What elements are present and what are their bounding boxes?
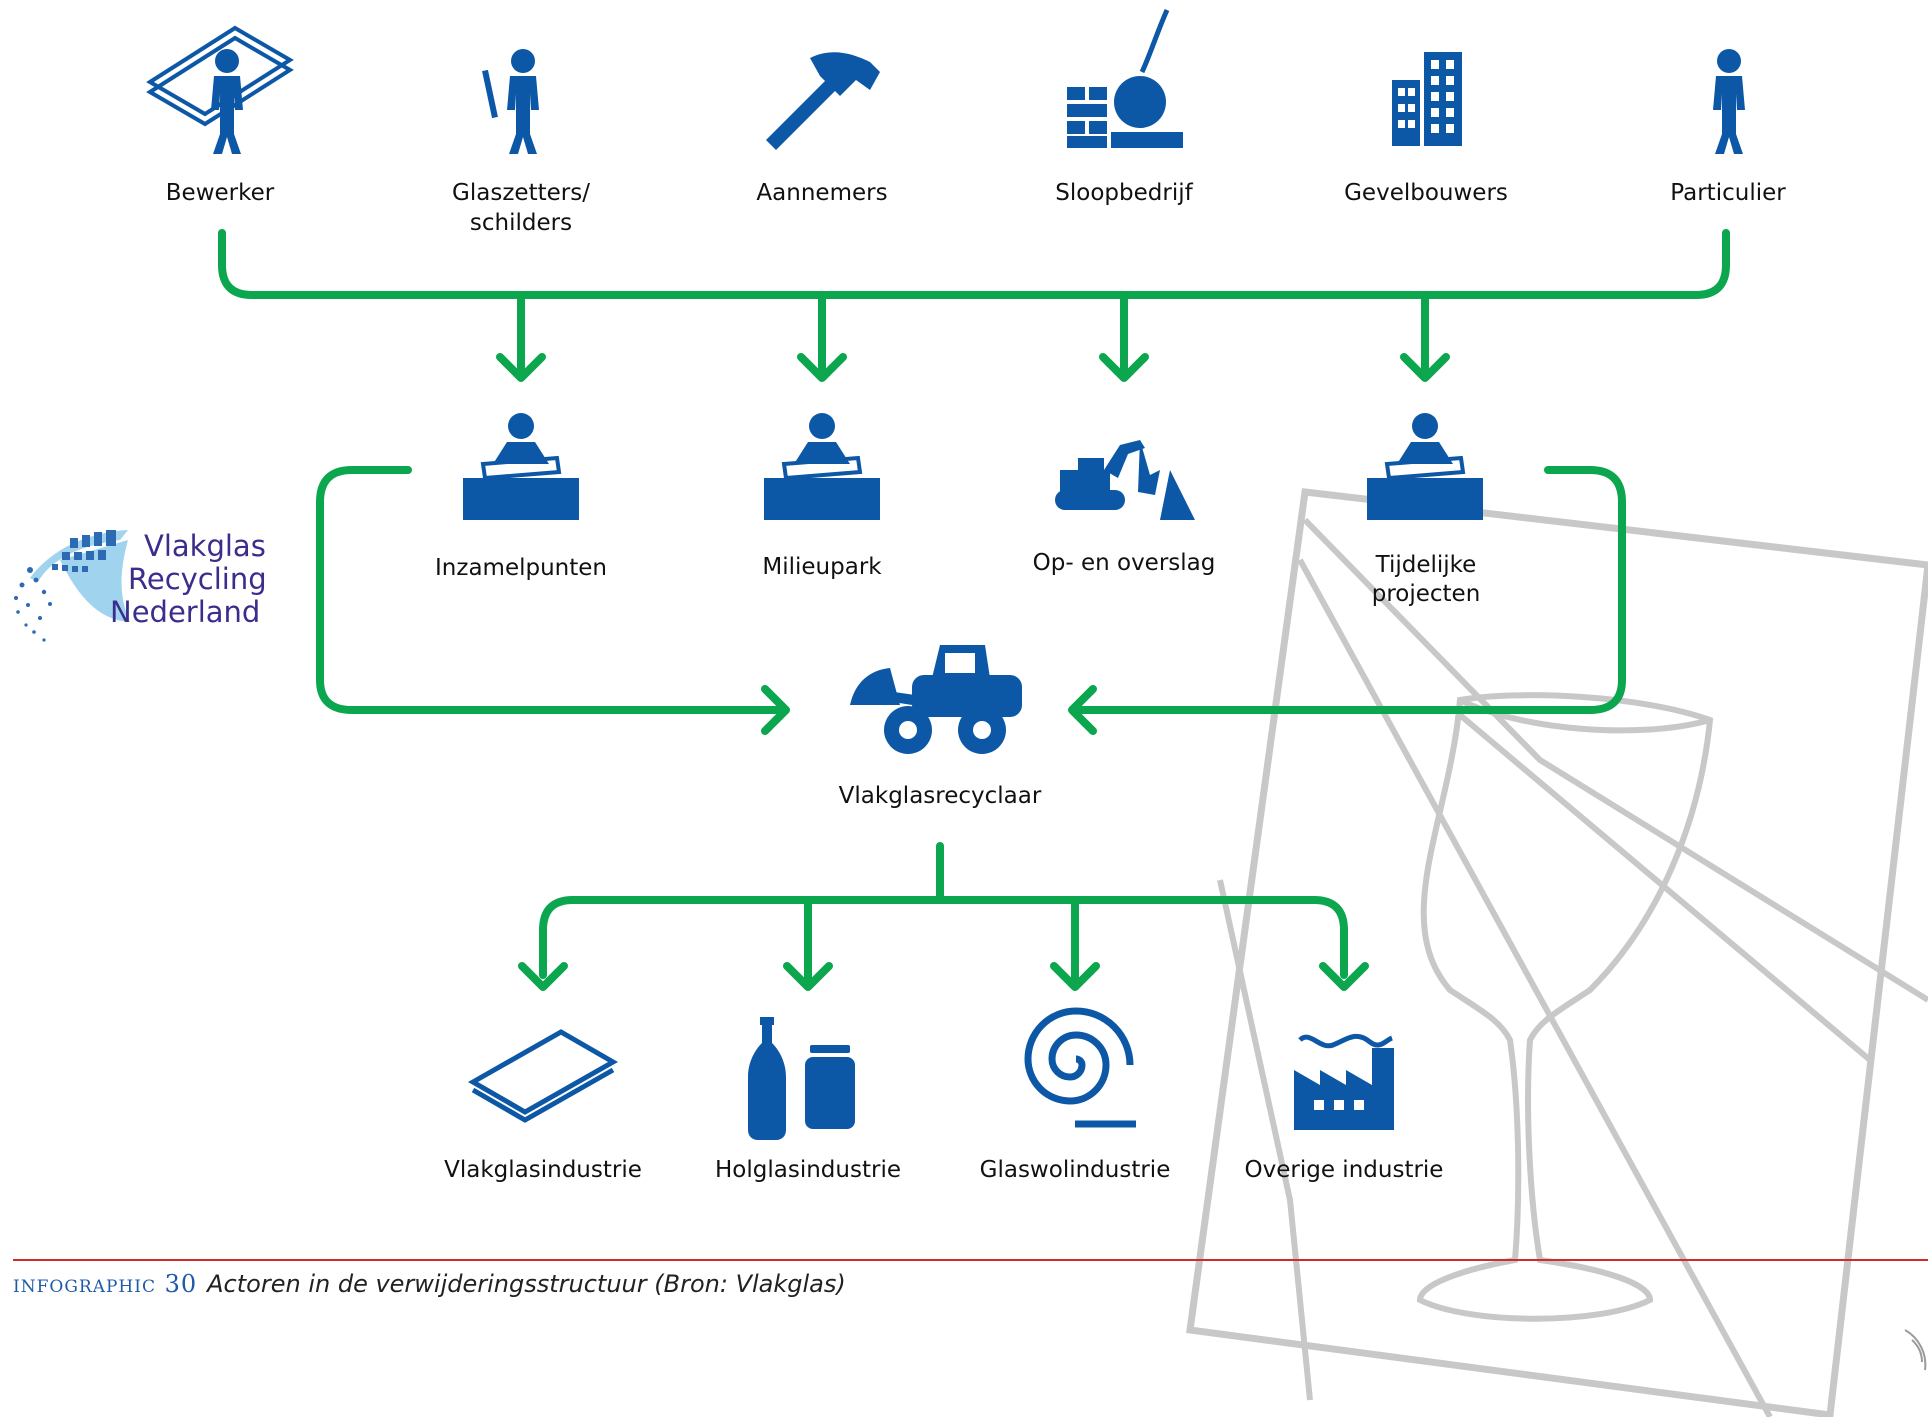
actor-label-glaszetters: Glaszetters/ schilders bbox=[452, 180, 590, 236]
arrow-to-glaswolindustrie bbox=[1050, 896, 1100, 991]
actor-label-particulier: Particulier bbox=[1670, 180, 1786, 206]
actor-label-bewerker: Bewerker bbox=[165, 180, 275, 206]
logo-text-line-2: Recycling bbox=[128, 562, 267, 596]
background-sketch bbox=[1186, 488, 1928, 1417]
person-at-counter-icon bbox=[1365, 411, 1485, 522]
industry-distribution-line bbox=[539, 896, 1348, 979]
caption-text: Actoren in de verwijderingsstructuur (Br… bbox=[207, 1270, 846, 1298]
wrecking-ball-icon bbox=[1067, 8, 1183, 148]
right-loop-to-recycler bbox=[1068, 466, 1626, 735]
caption-tag: infographic 30 bbox=[13, 1270, 198, 1298]
building-icon bbox=[1392, 52, 1462, 146]
stamp-fragment bbox=[1904, 1329, 1927, 1371]
arrow-to-holglasindustrie bbox=[783, 896, 833, 991]
actor-label-gevelbouwers: Gevelbouwers bbox=[1344, 180, 1508, 206]
industry-label-overige: Overige industrie bbox=[1244, 1157, 1444, 1183]
collection-label-milieupark: Milieupark bbox=[762, 554, 882, 580]
industry-label-holglas: Holglasindustrie bbox=[715, 1157, 901, 1183]
flow-connectors bbox=[218, 229, 1730, 991]
actor-label-sloopbedrijf: Sloopbedrijf bbox=[1055, 180, 1193, 206]
person-at-counter-icon bbox=[762, 411, 882, 522]
left-loop-to-recycler bbox=[316, 466, 790, 735]
arrow-to-op-en-overslag bbox=[1099, 291, 1149, 382]
industry-label-glaswol: Glaswolindustrie bbox=[979, 1157, 1171, 1183]
logo-text-line-1: Vlakglas bbox=[144, 529, 266, 563]
factory-icon bbox=[1294, 1033, 1394, 1130]
hammer-icon bbox=[766, 52, 880, 150]
bottle-and-jar-icon bbox=[748, 1017, 855, 1140]
wheel-loader-icon bbox=[850, 645, 1022, 754]
collection-label-tijdelijke-projecten: Tijdelijke projecten bbox=[1371, 552, 1481, 607]
worker-carrying-glass-pane-icon bbox=[146, 25, 294, 154]
arrow-to-inzamelpunten bbox=[496, 291, 546, 382]
logo-mark bbox=[14, 530, 130, 642]
excavator-icon bbox=[1055, 440, 1195, 520]
person-icon bbox=[1713, 49, 1745, 154]
arrow-to-tijdelijke-projecten bbox=[1400, 291, 1450, 382]
glass-sheet-icon bbox=[467, 1029, 619, 1123]
logo-text-line-3: Nederland bbox=[110, 595, 261, 629]
actor-label-aannemers: Aannemers bbox=[756, 180, 888, 206]
arrow-to-milieupark bbox=[797, 291, 847, 382]
collection-label-inzamelpunten: Inzamelpunten bbox=[435, 555, 607, 581]
glazier-with-tool-icon bbox=[482, 49, 539, 154]
collection-label-op-en-overslag: Op- en overslag bbox=[1032, 550, 1216, 576]
arrow-to-overige-industrie bbox=[1319, 962, 1369, 991]
top-collector-line bbox=[218, 229, 1730, 299]
figure-caption: infographic 30 Actoren in de verwijdering… bbox=[13, 1270, 846, 1298]
person-at-counter-icon bbox=[461, 411, 581, 522]
arrow-to-vlakglasindustrie bbox=[518, 962, 568, 991]
industry-label-vlakglas: Vlakglasindustrie bbox=[444, 1157, 642, 1183]
recycler-label: Vlakglasrecyclaar bbox=[838, 783, 1042, 809]
glass-wool-roll-icon bbox=[1024, 1007, 1136, 1128]
